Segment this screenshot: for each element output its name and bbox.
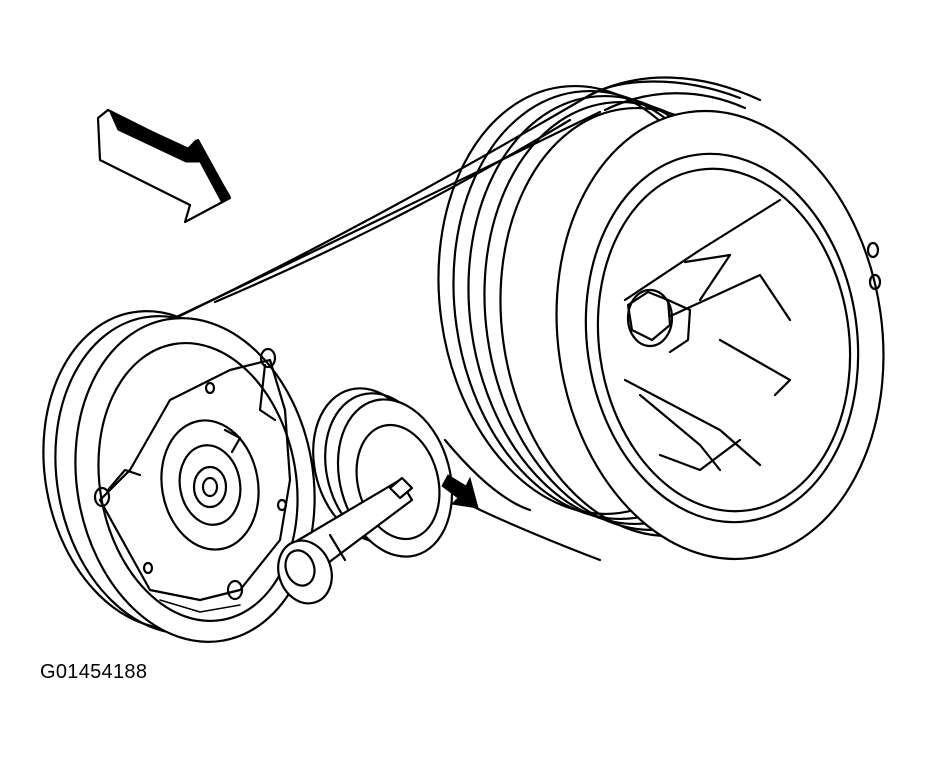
arrow-large-icon (96, 108, 232, 224)
drive-belt (138, 76, 762, 562)
figure-id-label: G01454188 (40, 661, 148, 683)
arrow-small-icon (441, 474, 479, 509)
belt-tensioner (277, 387, 454, 605)
crankshaft-balancer (437, 84, 885, 561)
compressor-pulley (42, 310, 316, 643)
